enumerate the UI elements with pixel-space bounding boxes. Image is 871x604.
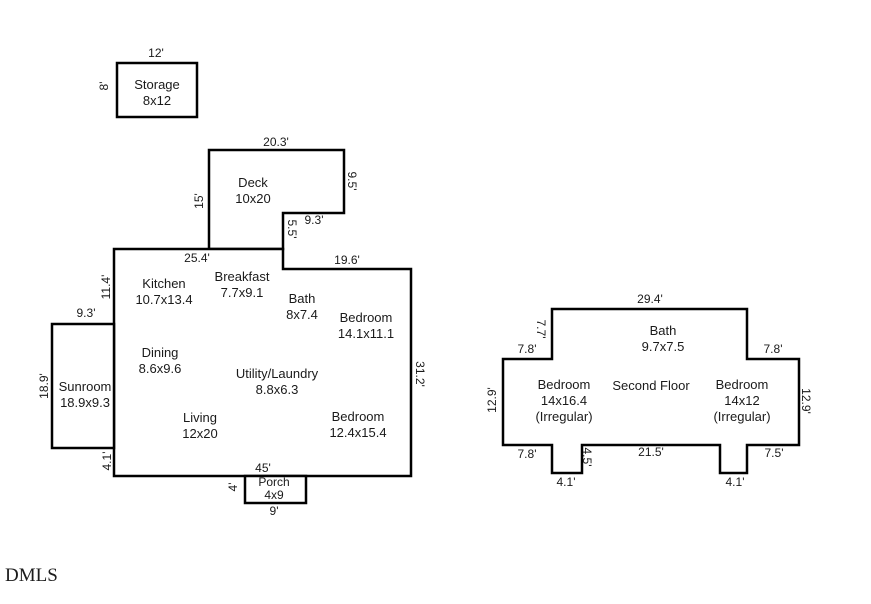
- room-bedroom-2: Bedroom 12.4x15.4: [329, 409, 386, 441]
- room-label: Bedroom: [537, 377, 591, 392]
- second-floor-lower-left-dim: 7.8': [517, 447, 537, 461]
- room-label: Storage: [134, 77, 180, 92]
- storage-height-dim: 8': [97, 81, 111, 91]
- second-floor-upper-left-dim: 7.8': [517, 342, 537, 356]
- room-bedroom-4: Bedroom 14x12 (Irregular): [713, 377, 770, 425]
- room-label: Living: [183, 410, 217, 425]
- room-label: Sunroom: [58, 379, 112, 394]
- first-floor-right-dim: 31.2': [413, 361, 427, 387]
- room-size: 4x9: [264, 488, 284, 502]
- second-floor-left-notch-dim: 7.7': [534, 319, 548, 339]
- room-bedroom-3: Bedroom 14x16.4 (Irregular): [535, 377, 592, 425]
- storage-width-dim: 12': [148, 46, 164, 60]
- room-note: (Irregular): [535, 409, 593, 424]
- first-floor-top-right-dim: 19.6': [334, 253, 360, 267]
- first-floor-bottom-dim: 45': [255, 461, 271, 475]
- deck-outline: [207, 148, 346, 251]
- room-deck: Deck 10x20: [235, 175, 270, 207]
- deck-notch-height-dim: 5.5': [285, 219, 299, 239]
- room-size: 10x20: [235, 191, 271, 206]
- sunroom-outline: [50, 322, 116, 450]
- storage-outline: [115, 61, 199, 119]
- second-floor-outline: [501, 307, 801, 475]
- room-sunroom: Sunroom 18.9x9.3: [59, 379, 112, 411]
- room-label: Porch: [258, 475, 290, 489]
- room-note: (Irregular): [713, 409, 771, 424]
- room-label: Bedroom: [715, 377, 769, 392]
- porch-bottom-dim: 9': [269, 504, 279, 518]
- room-label: Bedroom: [331, 409, 385, 424]
- room-size: 12x20: [182, 426, 218, 441]
- sunroom-left-dim: 18.9': [37, 373, 51, 399]
- room-label: Bath: [649, 323, 677, 338]
- room-label: Bedroom: [339, 310, 393, 325]
- first-floor-upper-left-dim: 11.4': [99, 274, 113, 300]
- second-floor-title: Second Floor: [612, 378, 690, 393]
- room-bath-1: Bath 8x7.4: [286, 291, 318, 323]
- deck-top-dim: 20.3': [263, 135, 289, 149]
- porch-left-dim: 4': [226, 482, 240, 492]
- room-label: Utility/Laundry: [235, 366, 319, 381]
- room-size: 12.4x15.4: [329, 425, 387, 440]
- second-floor-left-stair-height-dim: 4.5': [580, 447, 594, 467]
- deck-right-dim: 9.5': [345, 171, 359, 191]
- room-kitchen: Kitchen 10.7x13.4: [135, 276, 192, 308]
- first-floor-top-dim: 25.4': [184, 251, 210, 265]
- room-storage: Storage 8x12: [134, 77, 180, 109]
- deck-notch-width-dim: 9.3': [304, 213, 324, 227]
- room-breakfast: Breakfast 7.7x9.1: [215, 269, 270, 301]
- room-utility-laundry: Utility/Laundry 8.8x6.3: [236, 366, 318, 398]
- second-floor-left-dim: 12.9': [485, 387, 499, 413]
- room-size: 8.8x6.3: [255, 382, 299, 397]
- room-porch: Porch 4x9: [258, 476, 289, 502]
- second-floor-left-stair-width-dim: 4.1': [556, 475, 576, 489]
- room-living: Living 12x20: [182, 410, 217, 442]
- room-size: 9.7x7.5: [641, 339, 685, 354]
- room-size: 10.7x13.4: [135, 292, 193, 307]
- room-label: Deck: [238, 175, 268, 190]
- second-floor-right-stair-width-dim: 4.1': [725, 475, 745, 489]
- dmls-watermark: DMLS: [5, 565, 58, 586]
- room-size: 14x12: [724, 393, 760, 408]
- room-bedroom-1: Bedroom 14.1x11.1: [338, 310, 394, 342]
- first-floor-lower-left-dim: 4.1': [100, 451, 114, 471]
- room-size: 8.6x9.6: [138, 361, 182, 376]
- room-label: Dining: [141, 345, 179, 360]
- room-label: Kitchen: [142, 276, 186, 291]
- second-floor-right-dim: 12.9': [799, 388, 813, 414]
- sunroom-top-dim: 9.3': [76, 306, 96, 320]
- room-dining: Dining 8.6x9.6: [139, 345, 182, 377]
- second-floor-upper-right-dim: 7.8': [763, 342, 783, 356]
- room-size: 14.1x11.1: [337, 326, 395, 341]
- second-floor-top-dim: 29.4': [637, 292, 663, 306]
- second-floor-bottom-mid-dim: 21.5': [638, 445, 664, 459]
- first-floor-outline: [112, 247, 413, 478]
- room-label: Bath: [288, 291, 316, 306]
- porch-outline: [243, 474, 308, 505]
- room-size: 8x12: [142, 93, 172, 108]
- room-label: Breakfast: [214, 269, 270, 284]
- room-size: 14x16.4: [540, 393, 588, 408]
- deck-left-dim: 15': [192, 193, 206, 209]
- room-size: 7.7x9.1: [220, 285, 264, 300]
- room-size: 8x7.4: [286, 307, 318, 322]
- room-size: 18.9x9.3: [60, 395, 110, 410]
- second-floor-lower-right-dim: 7.5': [764, 446, 784, 460]
- room-bath-2: Bath 9.7x7.5: [642, 323, 685, 355]
